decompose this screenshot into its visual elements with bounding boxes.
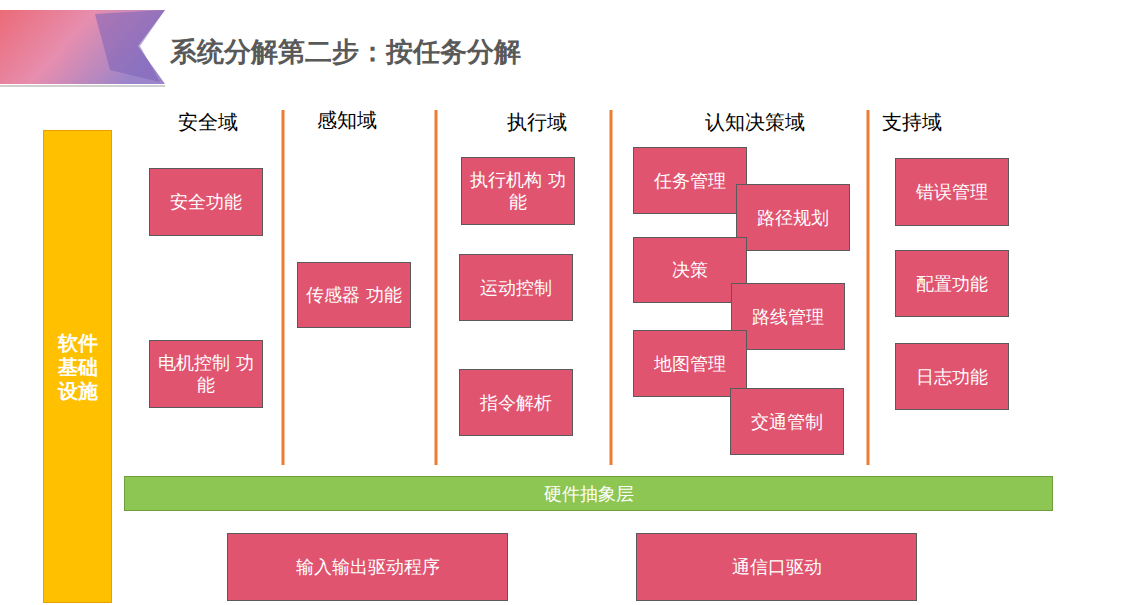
layer-band: 硬件抽象层 — [124, 476, 1053, 511]
box-text: 硬件抽象层 — [544, 483, 634, 505]
domain-separators — [283, 110, 868, 465]
function-box: 指令解析 — [459, 369, 573, 436]
box-text: 软件 基础 设施 — [56, 331, 100, 403]
watercolor-swatch — [0, 10, 165, 84]
function-box: 运动控制 — [459, 254, 573, 321]
domain-heading: 感知域 — [317, 107, 377, 134]
function-box: 错误管理 — [895, 158, 1009, 226]
box-text: 运动控制 — [480, 277, 552, 299]
function-box: 传感器 功能 — [297, 262, 411, 328]
box-text: 电机控制 功能 — [155, 352, 257, 395]
driver-box: 通信口驱动 — [636, 533, 917, 601]
function-box: 决策 — [633, 237, 747, 303]
box-text: 路线管理 — [752, 306, 824, 328]
domain-heading: 执行域 — [507, 109, 567, 136]
box-text: 通信口驱动 — [732, 556, 822, 578]
function-box: 执行机构 功能 — [461, 157, 575, 225]
box-text: 地图管理 — [654, 353, 726, 375]
infrastructure-bar: 软件 基础 设施 — [43, 130, 112, 603]
box-text: 传感器 功能 — [306, 284, 402, 306]
box-text: 配置功能 — [916, 273, 988, 295]
slide-title: 系统分解第二步：按任务分解 — [170, 34, 521, 70]
domain-heading: 认知决策域 — [705, 109, 805, 136]
box-text: 任务管理 — [654, 170, 726, 192]
function-box: 任务管理 — [633, 147, 747, 214]
function-box: 路线管理 — [731, 283, 845, 350]
function-box: 日志功能 — [895, 343, 1009, 410]
box-text: 日志功能 — [916, 366, 988, 388]
function-box: 地图管理 — [633, 330, 747, 397]
box-text: 路径规划 — [757, 207, 829, 229]
box-text: 安全功能 — [170, 191, 242, 213]
title-rule — [0, 85, 165, 87]
function-box: 安全功能 — [149, 168, 263, 236]
box-text: 执行机构 功能 — [467, 169, 569, 212]
box-text: 错误管理 — [916, 181, 988, 203]
box-text: 输入输出驱动程序 — [296, 556, 440, 578]
domain-heading: 支持域 — [882, 109, 942, 136]
box-text: 决策 — [672, 259, 708, 281]
function-box: 交通管制 — [730, 388, 844, 455]
watercolor-swatch — [95, 10, 165, 82]
driver-box: 输入输出驱动程序 — [227, 533, 508, 601]
function-box: 电机控制 功能 — [149, 340, 263, 408]
domain-heading: 安全域 — [178, 109, 238, 136]
function-box: 路径规划 — [736, 184, 850, 251]
box-text: 指令解析 — [480, 392, 552, 414]
box-text: 交通管制 — [751, 411, 823, 433]
function-box: 配置功能 — [895, 250, 1009, 317]
